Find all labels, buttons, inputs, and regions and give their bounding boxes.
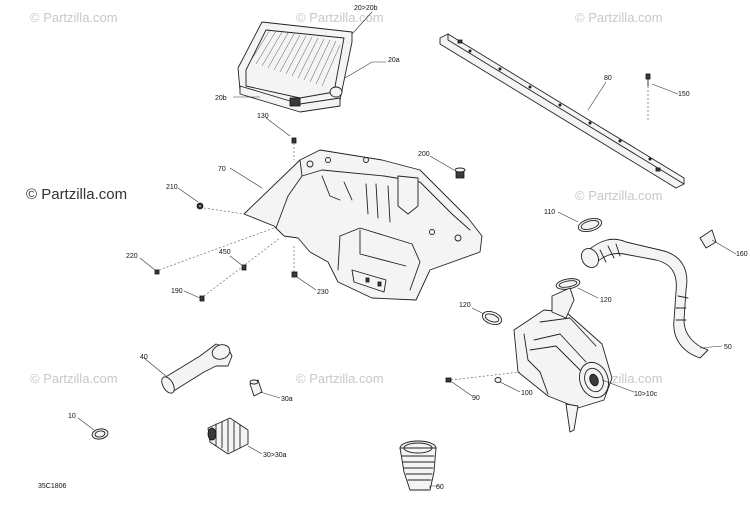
watermark-top-right: © Partzilla.com bbox=[575, 10, 663, 25]
watermark-top-center: © Partzilla.com bbox=[296, 10, 384, 25]
callout-120-left: 120 bbox=[459, 302, 471, 309]
callout-160: 160 bbox=[736, 251, 748, 258]
airbox-housing-part[interactable] bbox=[243, 149, 483, 301]
callout-150: 150 bbox=[678, 91, 690, 98]
nut-230-part[interactable] bbox=[291, 271, 298, 278]
callout-130: 130 bbox=[257, 113, 269, 120]
callout-230: 230 bbox=[317, 289, 329, 296]
fitting-30a-part[interactable] bbox=[249, 379, 263, 397]
callout-10: 10 bbox=[68, 413, 76, 420]
washer-100-part[interactable] bbox=[494, 377, 502, 383]
inlet-duct-60-part[interactable] bbox=[399, 440, 437, 491]
callout-190: 190 bbox=[171, 288, 183, 295]
clip-160-part[interactable] bbox=[699, 229, 717, 249]
callout-80: 80 bbox=[604, 75, 612, 82]
screw-190-part[interactable] bbox=[199, 295, 205, 302]
rivet-220-part[interactable] bbox=[154, 269, 160, 275]
boot-30-part[interactable] bbox=[207, 417, 249, 455]
rivet-450-part[interactable] bbox=[241, 264, 247, 271]
callout-110: 110 bbox=[544, 209, 555, 216]
clip-210-part[interactable] bbox=[196, 202, 204, 210]
radiator-part[interactable] bbox=[237, 21, 353, 113]
watermark-bottom-left: © Partzilla.com bbox=[30, 371, 118, 386]
clamp-110-part[interactable] bbox=[577, 216, 603, 234]
support-bar-part[interactable] bbox=[439, 33, 685, 189]
callout-450: 450 bbox=[219, 249, 231, 256]
watermark-main: © Partzilla.com bbox=[26, 186, 127, 203]
callout-60: 60 bbox=[436, 484, 444, 491]
callout-200: 200 bbox=[418, 151, 430, 158]
callout-220: 220 bbox=[126, 253, 138, 260]
callout-210: 210 bbox=[166, 184, 178, 191]
callout-120-right: 120 bbox=[600, 297, 612, 304]
bolt-130-part[interactable] bbox=[291, 137, 297, 144]
intake-hose-50-part[interactable] bbox=[578, 238, 709, 359]
grommet-200-part[interactable] bbox=[454, 167, 466, 179]
watermark-top-left: © Partzilla.com bbox=[30, 10, 118, 25]
screw-150-part[interactable] bbox=[645, 73, 651, 87]
callout-100: 100 bbox=[521, 390, 533, 397]
watermark-bottom-center: © Partzilla.com bbox=[296, 371, 384, 386]
callout-20-20b: 20>20b bbox=[354, 5, 378, 12]
callout-30-30a: 30>30a bbox=[263, 452, 287, 459]
clamp-120-lower-part[interactable] bbox=[481, 309, 504, 327]
watermark-mid-right: © Partzilla.com bbox=[575, 188, 663, 203]
callout-50: 50 bbox=[724, 344, 732, 351]
callout-90: 90 bbox=[472, 395, 480, 402]
callout-20a: 20a bbox=[388, 57, 400, 64]
callout-40: 40 bbox=[140, 354, 148, 361]
diagram-code: 35C1806 bbox=[38, 483, 67, 490]
clamp-10-part[interactable] bbox=[91, 428, 109, 441]
air-filter-10-part[interactable] bbox=[513, 287, 613, 433]
callout-20b: 20b bbox=[215, 95, 227, 102]
callout-70: 70 bbox=[218, 166, 226, 173]
callout-30a: 30a bbox=[281, 396, 293, 403]
screw-90-part[interactable] bbox=[445, 377, 452, 383]
callout-10-10c: 10>10c bbox=[634, 391, 658, 398]
hose-elbow-40-part[interactable] bbox=[159, 342, 233, 395]
